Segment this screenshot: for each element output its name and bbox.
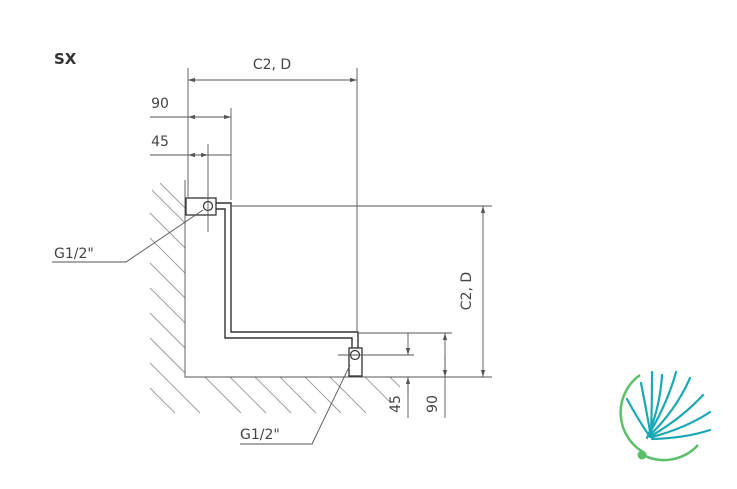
offset-45-bottom-label: 45 <box>388 395 404 413</box>
radiator-pipe <box>216 202 359 348</box>
extension-lines <box>187 68 492 334</box>
offset-90-top-label: 90 <box>151 96 169 112</box>
wall-hatching <box>149 182 401 414</box>
offset-90-bottom-label: 90 <box>425 395 441 413</box>
upper-connection-leader <box>52 209 204 263</box>
top-width-label: C2, D <box>253 57 291 73</box>
offset-45-top-label: 45 <box>151 134 169 150</box>
wall-outline <box>184 180 492 378</box>
lower-valve <box>338 347 414 377</box>
upper-valve <box>185 144 217 232</box>
upper-connection-label: G1/2" <box>54 246 94 262</box>
dandelion-logo-icon <box>619 370 712 462</box>
lower-connection-leader <box>240 364 351 445</box>
lower-connection-label: G1/2" <box>240 427 280 443</box>
drawing-title: SX <box>54 50 77 68</box>
right-height-label: C2, D <box>459 272 475 310</box>
